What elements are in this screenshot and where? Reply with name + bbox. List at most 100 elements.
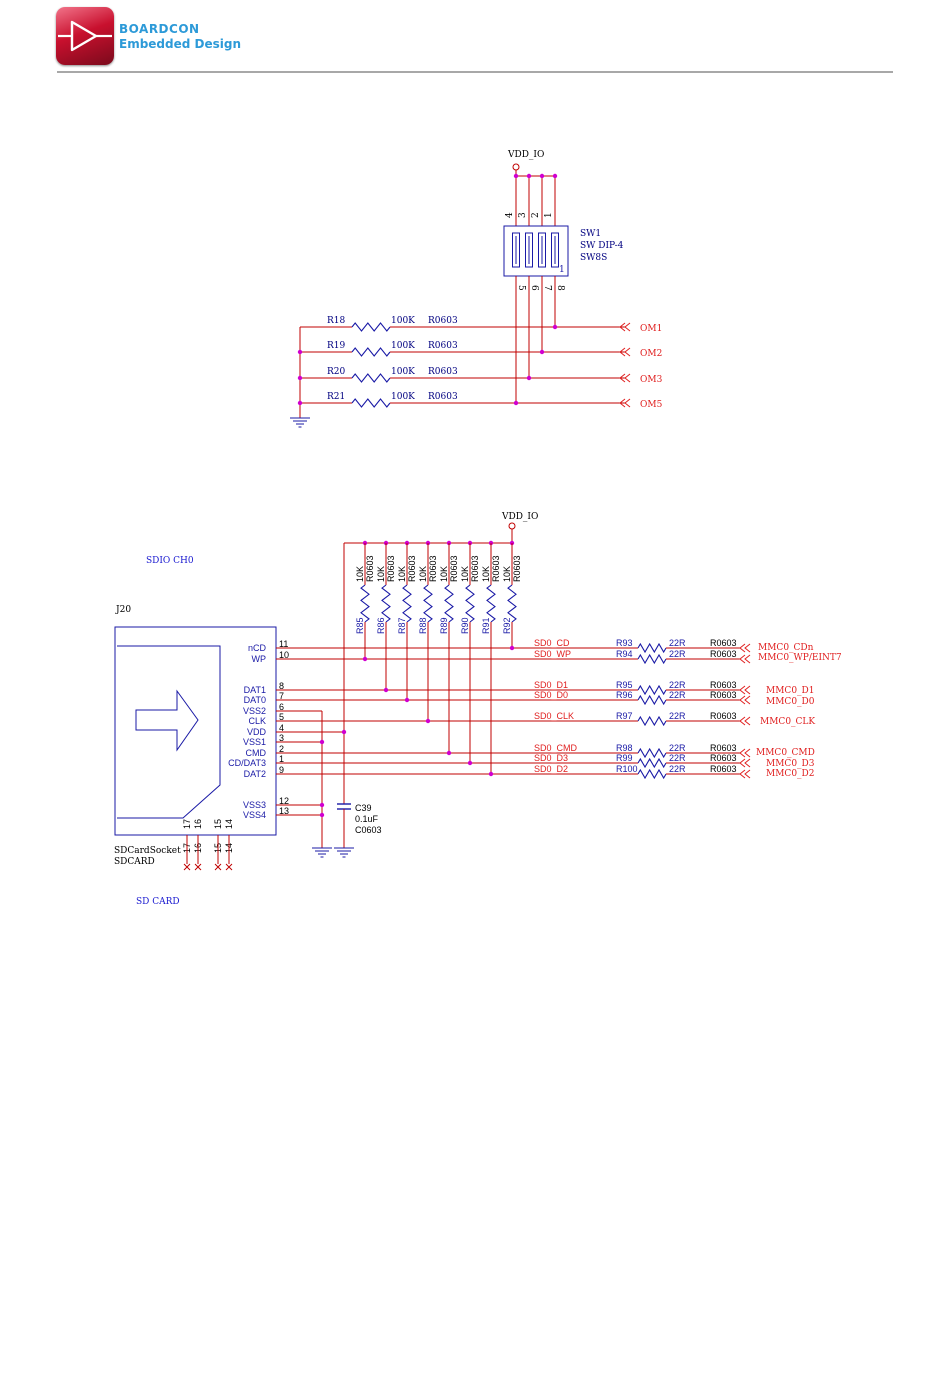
- series-resistor-symbol: [637, 757, 667, 769]
- signal-net-label: SD0_D3: [534, 753, 568, 763]
- resistor-footprint: R0603: [428, 392, 458, 402]
- pullup-value: 10K: [418, 566, 428, 582]
- pullup-ref: R90: [460, 617, 470, 634]
- chevron: [739, 643, 746, 653]
- junction-dot: [297, 400, 303, 406]
- socket-pin-number: 1: [279, 754, 284, 764]
- switch-pin-number: 7: [542, 285, 552, 291]
- dip-switch-body: [503, 225, 569, 277]
- switch-pin-number: 3: [518, 212, 528, 218]
- supply-symbol: [512, 163, 520, 171]
- signal-net-label: SD0_D0: [534, 690, 568, 700]
- switch-marker: 1: [559, 265, 565, 275]
- capacitor-value: 0.1uF: [355, 814, 379, 824]
- socket-pin-name: WP: [252, 654, 267, 664]
- net-label: OM3: [640, 375, 663, 385]
- chevron: [744, 695, 751, 705]
- pullup-ref: R91: [481, 617, 491, 634]
- series-resistor-footprint: R0603: [710, 764, 737, 774]
- junction-dot: [297, 349, 303, 355]
- series-resistor-ref: R99: [616, 753, 633, 763]
- net-label: OM1: [640, 324, 662, 334]
- socket-pin-name: CD/DAT3: [228, 758, 266, 768]
- boardcon-logo: [56, 7, 114, 65]
- chevron: [624, 373, 631, 383]
- socket-pin-number: 13: [279, 806, 289, 816]
- pullup-ref: R86: [376, 617, 386, 634]
- offpage-connector-icon: [739, 685, 751, 695]
- offpage-connector-icon: [619, 322, 631, 332]
- socket-pin-number: 10: [279, 650, 289, 660]
- connector-designator: J20: [115, 605, 131, 615]
- junction-dot: [341, 729, 347, 735]
- series-resistor-symbol: [637, 747, 667, 759]
- socket-pin-name: VSS4: [243, 810, 266, 820]
- no-connect-mark: [194, 863, 202, 871]
- socket-pin-number: 7: [279, 691, 284, 701]
- series-resistor-value: 22R: [669, 690, 686, 700]
- chevron: [624, 322, 631, 332]
- series-resistor-ref: R95: [616, 680, 633, 690]
- output-net-label: MMC0_D1: [766, 686, 815, 696]
- header-rule: [57, 71, 893, 73]
- pullup-ref: R89: [439, 617, 449, 634]
- pullup-value: 10K: [502, 566, 512, 582]
- no-connect-mark: [214, 863, 222, 871]
- offpage-connector-icon: [739, 716, 751, 726]
- supply-symbol: [508, 522, 516, 530]
- switch-footprint: SW8S: [580, 253, 607, 263]
- switch-lever: [538, 232, 546, 268]
- net-label: OM5: [640, 400, 663, 410]
- pullup-ref: R85: [355, 617, 365, 634]
- pullup-ref: R87: [397, 617, 407, 634]
- series-resistor-footprint: R0603: [710, 680, 737, 690]
- resistor-value: 100K: [391, 367, 415, 377]
- junction-dot: [404, 697, 410, 703]
- chevron: [739, 716, 746, 726]
- offpage-connector-icon: [619, 373, 631, 383]
- supply-label: VDD_IO: [507, 150, 544, 160]
- chevron: [744, 748, 751, 758]
- socket-pin-number: 15: [213, 819, 223, 829]
- switch-pin-number: 5: [516, 285, 526, 291]
- series-resistor-value: 22R: [669, 680, 686, 690]
- switch-pin-number: 8: [555, 285, 565, 291]
- junction-dot: [513, 400, 519, 406]
- resistor-value: 100K: [391, 316, 415, 326]
- connector-part: SDCardSocket: [114, 846, 181, 856]
- resistor-footprint: R0603: [428, 341, 458, 351]
- chevron: [619, 398, 626, 408]
- pullup-footprint: R0603: [470, 555, 480, 582]
- socket-pin-number: 2: [279, 744, 284, 754]
- chevron: [619, 322, 626, 332]
- socket-pin-number: 9: [279, 765, 284, 775]
- series-resistor-symbol: [637, 768, 667, 780]
- socket-pin-name: nCD: [248, 643, 267, 653]
- capacitor-ref: C39: [355, 803, 372, 813]
- switch-pin-number: 2: [531, 212, 541, 218]
- socket-pin-name: VSS2: [243, 706, 266, 716]
- resistor-footprint: R0603: [428, 316, 458, 326]
- output-net-label: MMC0_CMD: [756, 748, 815, 758]
- pullup-footprint: R0603: [407, 555, 417, 582]
- chevron: [739, 695, 746, 705]
- junction-dot: [467, 760, 473, 766]
- series-resistor-footprint: R0603: [710, 649, 737, 659]
- ground-symbol: [334, 847, 354, 858]
- series-resistor-value: 22R: [669, 743, 686, 753]
- pullup-resistor-symbol: [507, 584, 517, 623]
- socket-pin-number: 5: [279, 712, 284, 722]
- series-resistor-ref: R93: [616, 638, 633, 648]
- socket-pin-number: 4: [279, 723, 284, 733]
- pullup-footprint: R0603: [449, 555, 459, 582]
- page-header: BOARDCON Embedded Design: [0, 0, 950, 80]
- series-resistor-ref: R100: [616, 764, 638, 774]
- sd-card-outline: [117, 645, 221, 819]
- series-resistor-value: 22R: [669, 711, 686, 721]
- pullup-resistor-symbol: [402, 584, 412, 623]
- junction-dot: [526, 375, 532, 381]
- switch-designator: SW1: [580, 229, 601, 239]
